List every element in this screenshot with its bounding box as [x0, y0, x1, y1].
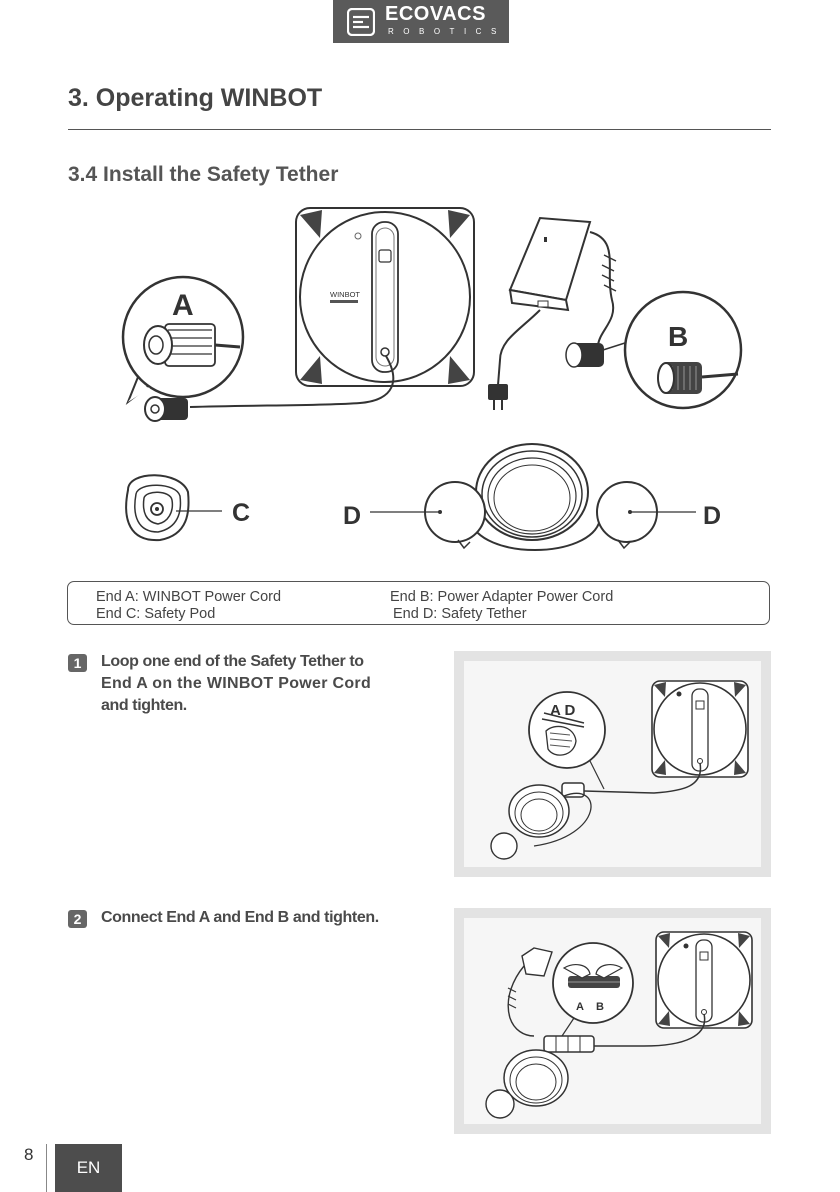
label-d-left: D — [343, 502, 361, 530]
step-1-callout-label: A D — [550, 702, 575, 719]
step-1-line-1: Loop one end of the Safety Tether to — [101, 653, 364, 670]
step-2-callout-a: A — [576, 1001, 584, 1013]
power-adapter-icon — [488, 216, 617, 410]
language-badge: EN — [55, 1144, 122, 1192]
winbot-power-cord — [189, 355, 395, 408]
callout-bubble-a: A — [121, 275, 245, 406]
ecovacs-logo-icon — [347, 8, 375, 36]
page-title: 3. Operating WINBOT — [68, 84, 323, 112]
safety-tether-icon — [424, 443, 658, 551]
footer-divider — [46, 1144, 47, 1192]
step-2-callout-b: B — [596, 1001, 604, 1013]
step-2-number: 2 — [68, 910, 87, 928]
parts-legend: End A: WINBOT Power Cord End B: Power Ad… — [67, 581, 770, 625]
step-1-number: 1 — [68, 654, 87, 672]
parts-diagram: WINBOT A — [121, 207, 743, 551]
step-2-instruction: Connect End A and End B and tighten. — [101, 907, 431, 929]
label-c: C — [232, 499, 250, 527]
brand-logo: ECOVACS ROBOTICS — [333, 0, 509, 43]
brand-name: ECOVACS — [385, 3, 486, 25]
label-d-right: D — [703, 502, 721, 530]
step-2-drawing: A B — [485, 931, 753, 1119]
winbot-product-label: WINBOT — [330, 290, 360, 299]
safety-pod-icon — [125, 474, 190, 542]
label-a: A — [172, 289, 194, 322]
step-2-line-1: Connect End A and End B and tighten. — [101, 909, 379, 926]
legend-end-b: End B: Power Adapter Power Cord — [390, 589, 614, 605]
end-b-connector-icon — [565, 342, 604, 368]
step-1-line-3: and tighten. — [101, 697, 187, 714]
title-divider — [68, 129, 771, 130]
step-1-drawing: A D — [490, 680, 749, 860]
brand-subtitle: ROBOTICS — [388, 27, 506, 36]
step-2-illustration: A B — [454, 908, 771, 1134]
step-1-instruction: Loop one end of the Safety Tether to End… — [101, 651, 421, 717]
page-number: 8 — [24, 1145, 34, 1164]
end-a-connector-icon — [144, 396, 188, 422]
step-1-line-2: End A on the WINBOT Power Cord — [101, 675, 372, 692]
section-title: 3.4 Install the Safety Tether — [68, 163, 339, 186]
legend-end-d: End D: Safety Tether — [393, 606, 527, 622]
legend-end-a: End A: WINBOT Power Cord — [96, 589, 282, 605]
callout-bubble-b: B — [623, 290, 743, 410]
legend-end-c: End C: Safety Pod — [96, 606, 216, 622]
label-b: B — [668, 321, 688, 352]
step-1-illustration: A D — [454, 651, 771, 877]
winbot-robot-icon: WINBOT — [295, 207, 475, 387]
